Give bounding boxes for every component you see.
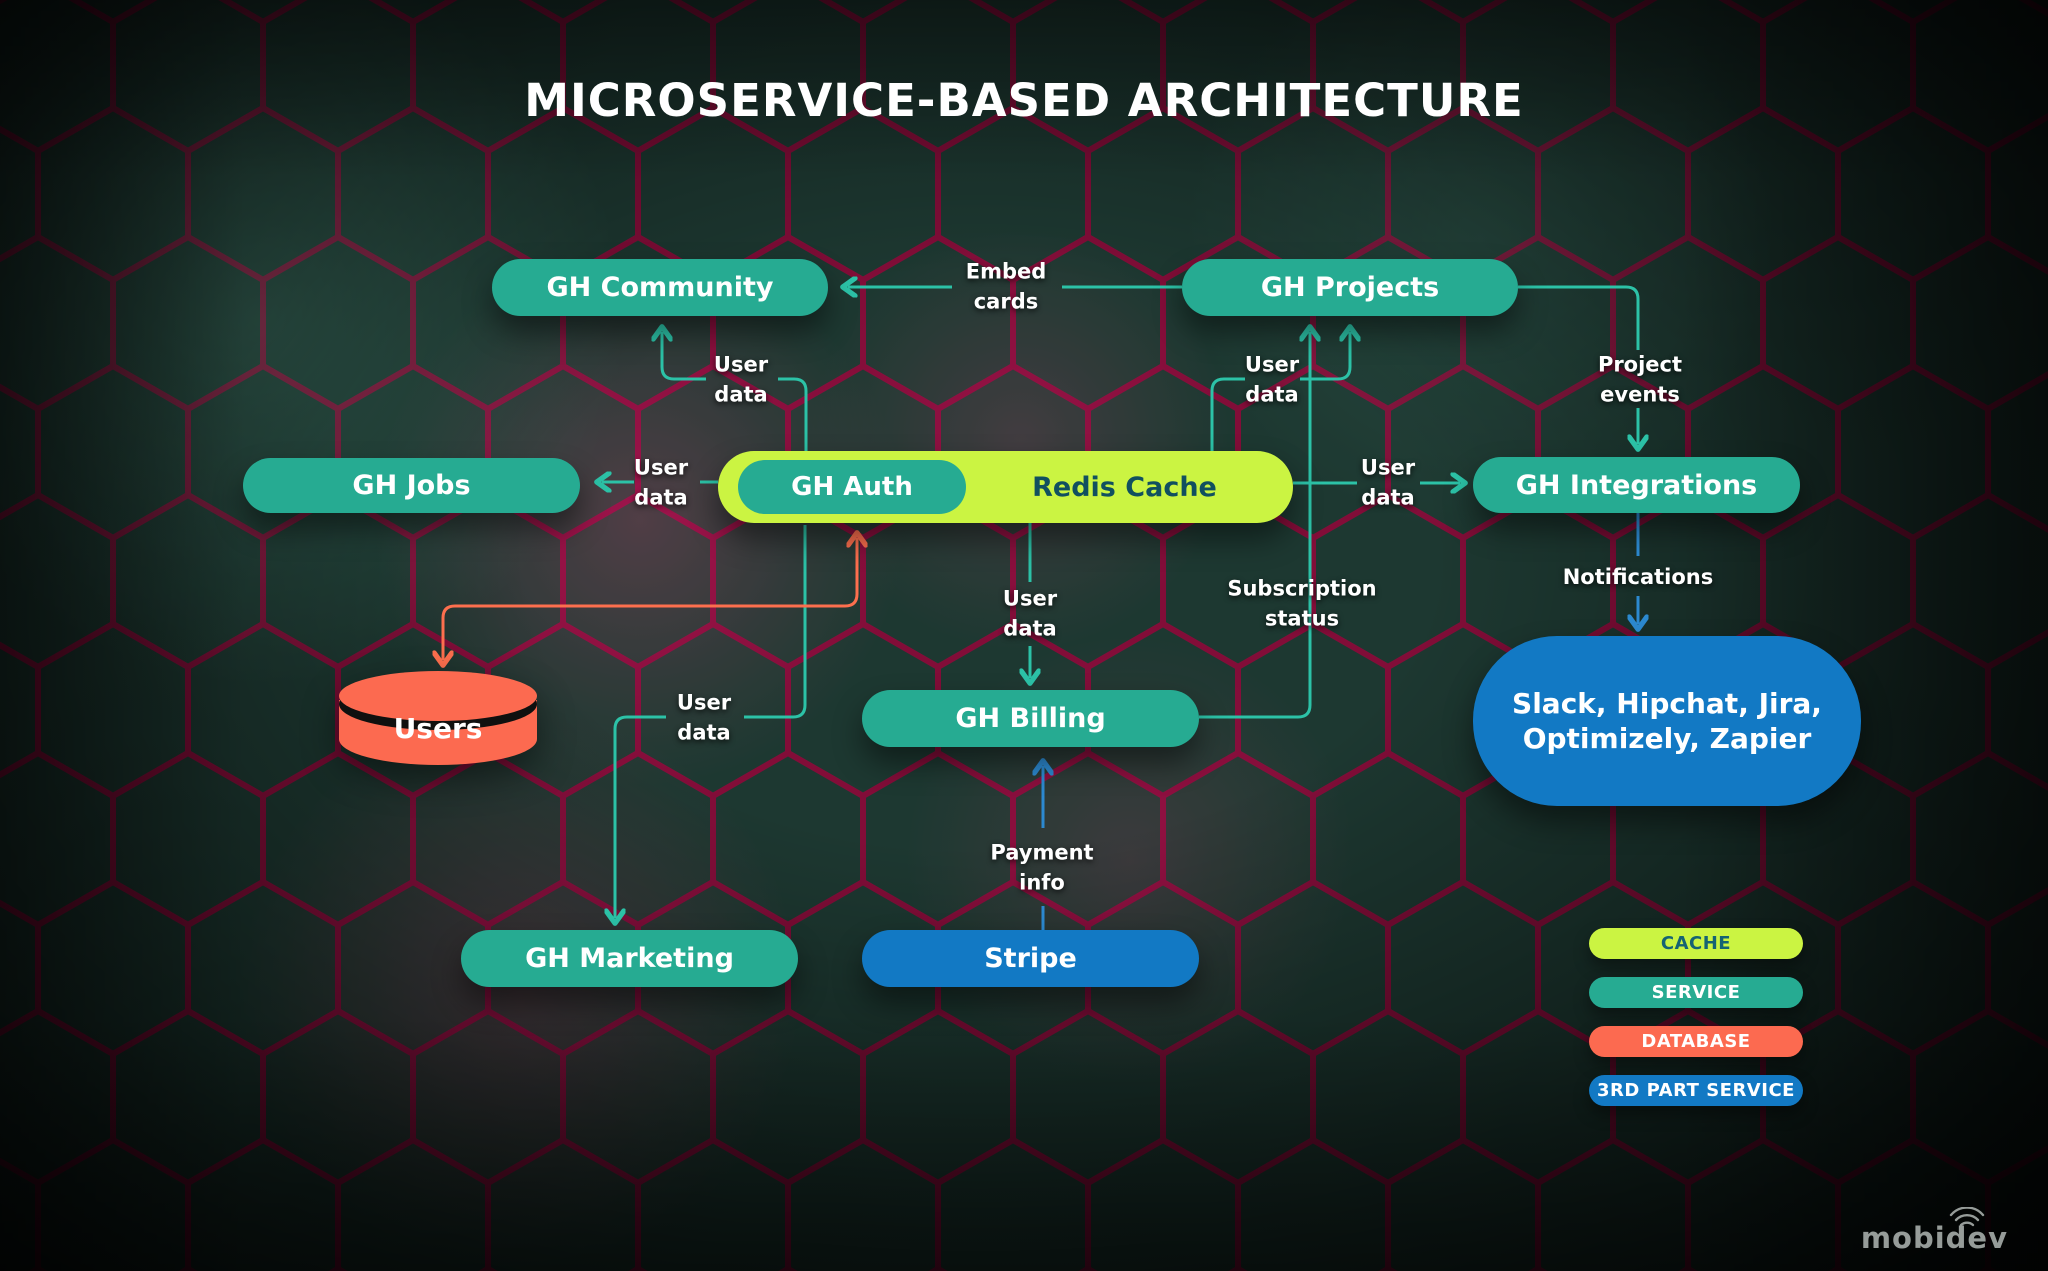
page-title: MICROSERVICE-BASED ARCHITECTURE [524, 74, 1524, 127]
legend-database-label: DATABASE [1641, 1031, 1751, 1052]
node-gh-community-label: GH Community [546, 272, 774, 303]
node-gh-community: GH Community [492, 259, 828, 316]
edge-label-payment-info: Payment info [990, 840, 1094, 895]
node-stripe: Stripe [862, 930, 1199, 987]
legend-third-party-label: 3RD PART SERVICE [1597, 1080, 1795, 1101]
node-gh-marketing-label: GH Marketing [525, 943, 734, 974]
node-redis-cache: GH Auth Redis Cache [718, 451, 1293, 523]
legend: CACHE SERVICE DATABASE 3RD PART SERVICE [1589, 928, 1803, 1124]
legend-service-label: SERVICE [1651, 982, 1741, 1003]
wifi-arcs-icon [1949, 1207, 1985, 1227]
legend-item-third-party: 3RD PART SERVICE [1589, 1075, 1803, 1106]
legend-item-database: DATABASE [1589, 1026, 1803, 1057]
node-gh-billing: GH Billing [862, 690, 1199, 747]
edge-label-embed-cards: Embed cards [965, 259, 1047, 314]
edge-label-user-data-community: User data [713, 352, 769, 407]
edge-label-notifications: Notifications [1562, 564, 1714, 589]
mobidev-logo: mobidev [1861, 1207, 2008, 1255]
edge-label-subscription-status: Subscription status [1227, 576, 1377, 631]
node-users-label: Users [393, 712, 483, 745]
node-gh-projects: GH Projects [1182, 259, 1518, 316]
edge-auth-marketing [744, 525, 807, 719]
node-gh-jobs: GH Jobs [243, 458, 580, 513]
edge-projects-integrations [1518, 285, 1640, 350]
node-third-party-services: Slack, Hipchat, Jira, Optimizely, Zapier [1473, 636, 1861, 806]
node-gh-auth-label: GH Auth [791, 472, 913, 502]
edge-label-user-data-marketing: User data [676, 690, 732, 745]
edge-label-user-data-jobs: User data [633, 455, 689, 510]
edge-auth-users [443, 538, 857, 660]
edge-label-user-data-integrations: User data [1360, 455, 1416, 510]
legend-item-service: SERVICE [1589, 977, 1803, 1008]
legend-item-cache: CACHE [1589, 928, 1803, 959]
node-users-database: Users [333, 668, 543, 771]
node-gh-marketing: GH Marketing [461, 930, 798, 987]
edge-auth-marketing-arrow [615, 715, 666, 918]
node-gh-billing-label: GH Billing [955, 703, 1106, 734]
edge-label-user-data-projects: User data [1244, 352, 1300, 407]
node-gh-projects-label: GH Projects [1260, 272, 1440, 303]
node-gh-integrations-label: GH Integrations [1515, 469, 1758, 501]
node-gh-integrations: GH Integrations [1473, 457, 1800, 513]
edge-label-user-data-billing: User data [1002, 586, 1058, 641]
edge-label-project-events: Project events [1597, 352, 1683, 407]
node-redis-cache-label: Redis Cache [1032, 471, 1217, 503]
node-stripe-label: Stripe [984, 943, 1077, 974]
legend-cache-label: CACHE [1660, 933, 1732, 954]
node-gh-jobs-label: GH Jobs [352, 470, 471, 501]
node-third-party-services-label: Slack, Hipchat, Jira, Optimizely, Zapier [1512, 687, 1822, 755]
node-gh-auth: GH Auth [738, 460, 966, 514]
